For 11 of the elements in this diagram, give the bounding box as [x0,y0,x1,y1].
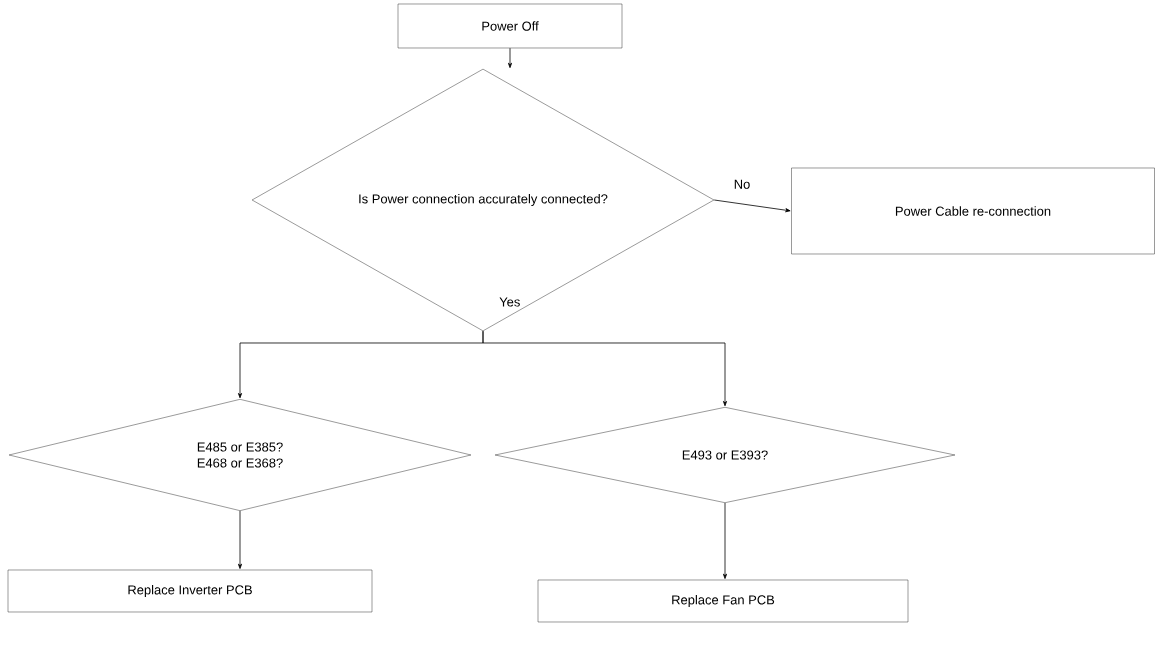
process-box: Power Cable re-connection [791,167,1155,255]
arrow [723,502,727,579]
edge-label: Yes [498,296,522,308]
arrow [713,199,791,213]
arrow [238,510,242,569]
arrow [508,47,512,69]
edge-label: No [732,178,752,190]
process-box: Power Off [397,3,623,49]
process-box: Replace Fan PCB [537,579,909,623]
arrow [482,330,727,407]
process-box: Replace Inverter PCB [7,569,373,613]
